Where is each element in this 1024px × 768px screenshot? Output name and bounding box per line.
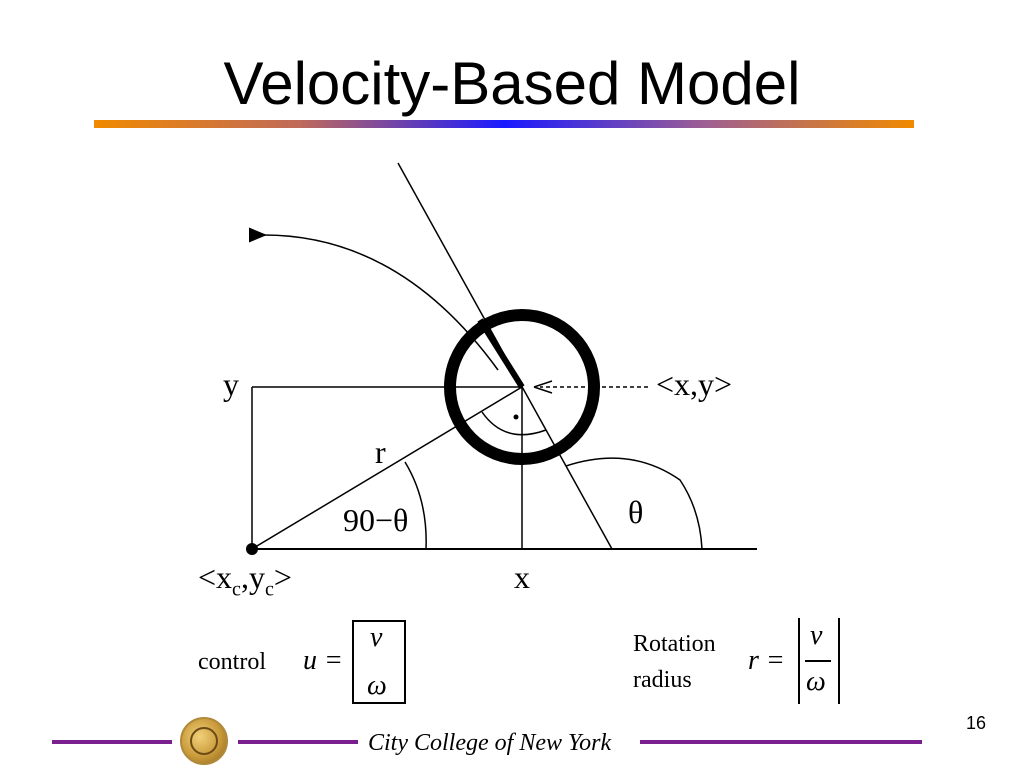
rotation-label-line2: radius bbox=[633, 667, 692, 693]
y-label: y bbox=[223, 366, 239, 402]
center-label: <xc,yc> bbox=[198, 559, 292, 601]
radius-denominator: ω bbox=[806, 666, 826, 697]
radius-fraction-line bbox=[805, 660, 831, 662]
right-angle-arc bbox=[481, 411, 547, 436]
control-lhs: u = bbox=[303, 645, 343, 676]
page-number: 16 bbox=[966, 713, 987, 733]
robot-heading-mark bbox=[477, 318, 525, 389]
title-rule bbox=[94, 120, 914, 128]
slide-title: Velocity-Based Model bbox=[223, 50, 801, 117]
center-label-sub-1: c bbox=[232, 578, 241, 601]
footer-line-middle bbox=[238, 740, 358, 744]
center-label-sub-2: c bbox=[264, 578, 274, 601]
radius-abs-bars bbox=[798, 618, 840, 704]
control-vector-bracket bbox=[352, 620, 406, 704]
center-label-main: <x bbox=[198, 559, 233, 595]
x-label: x bbox=[514, 559, 530, 595]
r-label: r bbox=[375, 434, 386, 470]
radius-line bbox=[251, 386, 523, 550]
pose-label: <x,y> bbox=[656, 366, 733, 402]
control-vector-bottom: ω bbox=[367, 670, 387, 701]
rotation-label-line1: Rotation bbox=[633, 631, 716, 657]
radius-lhs: r = bbox=[748, 645, 785, 676]
theta-angle-arc bbox=[565, 457, 703, 550]
right-angle-dot bbox=[513, 414, 519, 420]
complement-angle-arc bbox=[404, 461, 427, 550]
control-label: control bbox=[198, 649, 266, 675]
complement-angle-label: 90−θ bbox=[343, 502, 409, 538]
center-label-end: > bbox=[273, 559, 292, 595]
footer-line-right bbox=[640, 740, 922, 744]
center-point bbox=[246, 543, 258, 555]
theta-label: θ bbox=[628, 494, 644, 530]
footer-line-left bbox=[52, 740, 172, 744]
robot-circle bbox=[444, 309, 600, 465]
control-vector-top: v bbox=[370, 622, 383, 653]
pose-pointer-head bbox=[533, 380, 553, 394]
college-seal-inner bbox=[190, 727, 218, 755]
footer-institution: City College of New York bbox=[368, 730, 612, 756]
center-label-mid: ,y bbox=[240, 559, 265, 595]
college-seal-icon bbox=[180, 717, 228, 765]
radius-numerator: v bbox=[810, 620, 823, 651]
